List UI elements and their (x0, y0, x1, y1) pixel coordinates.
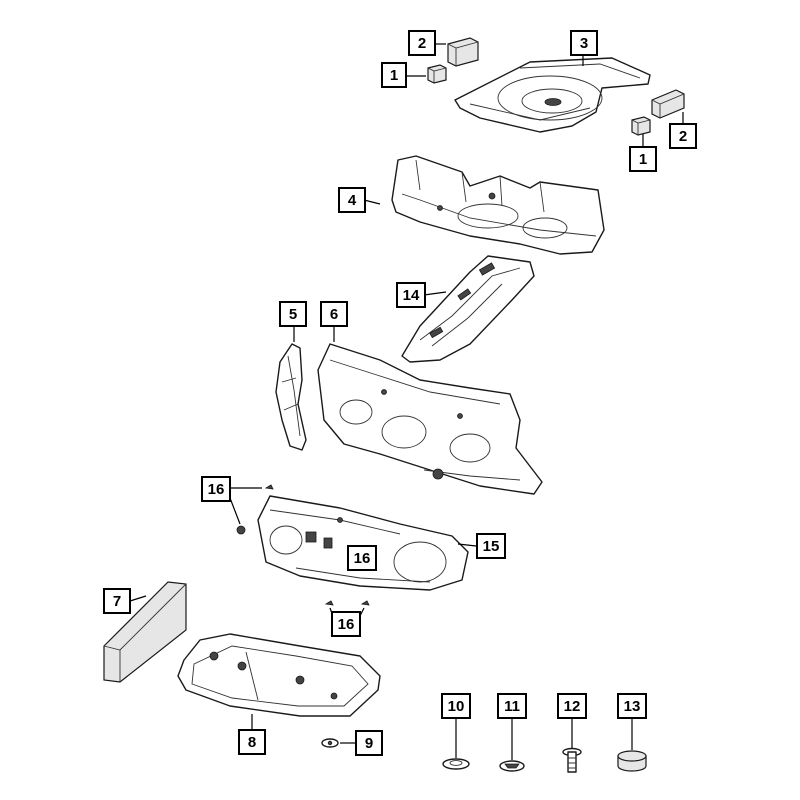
callout-5: 5 (279, 301, 307, 327)
part-spacer-13 (617, 750, 647, 772)
part-front-floor-silencer (177, 633, 381, 717)
svg-text:8: 8 (248, 734, 256, 751)
callout-8: 8 (238, 729, 266, 755)
callout-16-middle: 16 (347, 545, 377, 571)
callout-16-lower: 16 (331, 611, 361, 637)
callout-14: 14 (396, 282, 426, 308)
svg-text:9: 9 (365, 735, 373, 752)
svg-text:16: 16 (338, 616, 355, 633)
svg-text:13: 13 (624, 698, 641, 715)
svg-text:2: 2 (679, 128, 687, 145)
callout-4: 4 (338, 187, 366, 213)
svg-text:16: 16 (354, 550, 371, 567)
part-rear-floor-pan (454, 57, 651, 133)
part-clip-9 (321, 738, 339, 748)
callout-9: 9 (355, 730, 383, 756)
svg-text:1: 1 (390, 67, 398, 84)
svg-text:3: 3 (580, 35, 588, 52)
callout-2-top: 2 (408, 30, 436, 56)
part-foam-insulator (103, 581, 187, 683)
part-tunnel-insulator (401, 255, 535, 363)
svg-text:7: 7 (113, 593, 121, 610)
svg-text:5: 5 (289, 306, 297, 323)
callout-7: 7 (103, 588, 131, 614)
callout-1-right: 1 (629, 146, 657, 172)
callout-10: 10 (441, 693, 471, 719)
part-side-insulator (275, 343, 307, 451)
callout-16-upper: 16 (201, 476, 231, 502)
svg-text:12: 12 (564, 698, 581, 715)
part-retainer-clips (236, 484, 370, 606)
callout-2-right: 2 (669, 123, 697, 149)
svg-text:10: 10 (448, 698, 465, 715)
svg-text:6: 6 (330, 306, 338, 323)
callout-3: 3 (570, 30, 598, 56)
part-dash-silencer (317, 343, 543, 495)
svg-text:16: 16 (208, 481, 225, 498)
svg-text:11: 11 (504, 698, 520, 715)
callout-13: 13 (617, 693, 647, 719)
part-push-pin-10 (442, 758, 470, 770)
svg-text:1: 1 (639, 151, 647, 168)
leader-lines (129, 43, 684, 760)
svg-text:2: 2 (418, 35, 426, 52)
callout-12: 12 (557, 693, 587, 719)
part-floor-silencer (391, 155, 605, 255)
part-foam-blocks (427, 37, 685, 136)
callout-15: 15 (476, 533, 506, 559)
svg-text:4: 4 (348, 192, 357, 209)
callout-6: 6 (320, 301, 348, 327)
callout-11: 11 (497, 693, 527, 719)
part-dash-outer-silencer (257, 495, 469, 591)
callout-1-top: 1 (381, 62, 407, 88)
part-bolt-12 (562, 747, 582, 773)
svg-text:15: 15 (483, 538, 500, 555)
part-push-pin-11 (499, 760, 525, 772)
svg-text:14: 14 (403, 287, 420, 304)
